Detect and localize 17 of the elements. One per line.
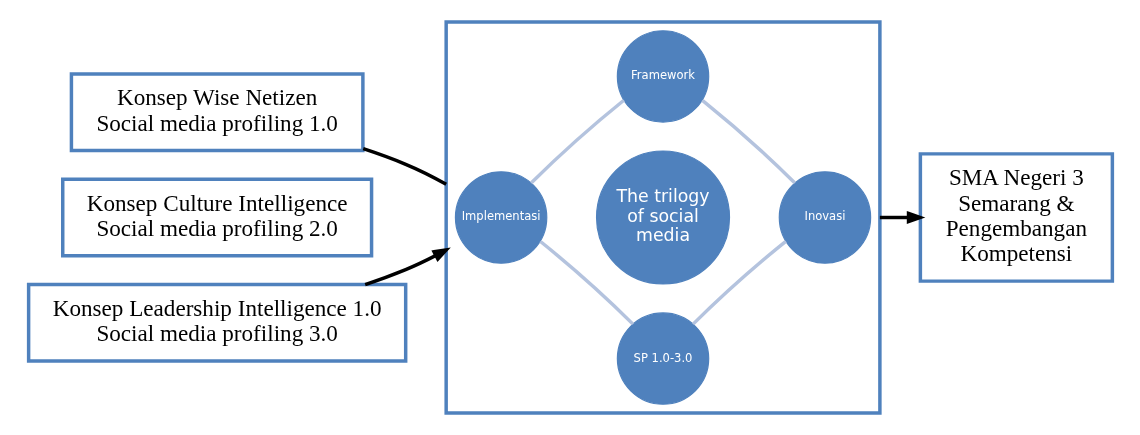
connector xyxy=(538,240,634,326)
node-circle: Implementasi xyxy=(454,171,547,264)
node-circle: The trilogy of social media xyxy=(595,150,730,285)
node-box: Konsep Wise Netizen Social media profiling 1.0 xyxy=(69,72,365,153)
arrow xyxy=(879,211,925,224)
node-circle: SP 1.0-3.0 xyxy=(616,312,709,405)
node-box: Konsep Culture Intelligence Social media profiling 2.0 xyxy=(60,177,373,258)
connector xyxy=(691,240,787,326)
node-box: Konsep Leadership Intelligence 1.0 Social media profiling 3.0 xyxy=(26,282,407,363)
arrow xyxy=(364,247,451,287)
connector xyxy=(529,98,625,185)
connector xyxy=(362,147,447,186)
connector xyxy=(700,99,796,185)
node-box: SMA Negeri 3 Semarang & Pengembangan Kompetensi xyxy=(918,152,1114,283)
node-circle: Framework xyxy=(616,30,709,123)
node-circle: Inovasi xyxy=(778,171,871,264)
cluster xyxy=(443,20,882,415)
